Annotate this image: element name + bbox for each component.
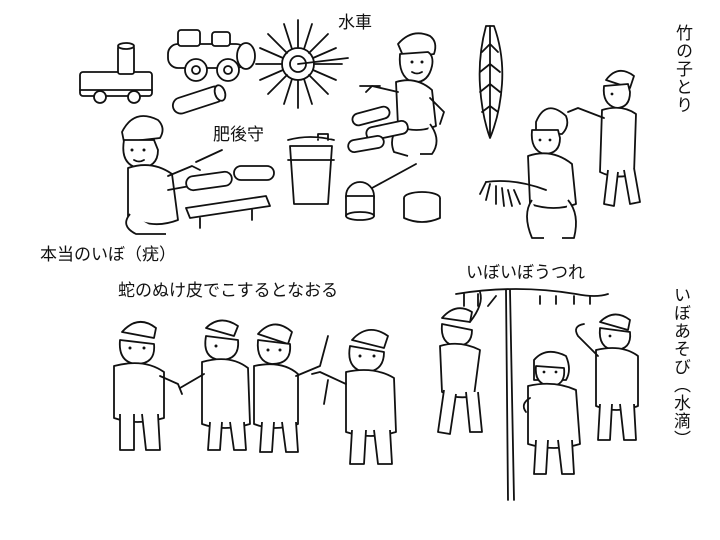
crouching-boy-drawing bbox=[359, 32, 445, 157]
wooden-pieces-drawing bbox=[347, 105, 409, 153]
bamboo-picking-kids-drawing bbox=[479, 70, 641, 239]
scoop-drawing bbox=[345, 163, 417, 221]
snake-skin-label: 蛇のぬけ皮でこするとなおる bbox=[118, 281, 339, 301]
toy-train-drawing bbox=[79, 42, 153, 104]
snake-skin-kids-drawing bbox=[113, 319, 397, 465]
true-wart-label: 本当のいぼ（疣） bbox=[40, 245, 176, 265]
wart-hanging-pole-drawing bbox=[437, 288, 639, 501]
water-wheel-label: 水車 bbox=[338, 13, 372, 33]
higonokami-label: 肥後守 bbox=[213, 125, 264, 145]
bamboo-shoot-drawing bbox=[478, 25, 504, 139]
kneeling-kid-knife-drawing bbox=[121, 115, 223, 235]
carved-wood-drawing bbox=[185, 165, 275, 229]
wart-hanging-label: いぼいぼうつれ bbox=[466, 263, 585, 283]
wart-play-label: いぼあそび（水滴） bbox=[670, 286, 690, 448]
cup-drawing bbox=[403, 191, 441, 223]
bamboo-shoot-picking-label: 竹の子とり bbox=[672, 24, 692, 114]
water-wheel-drawing bbox=[255, 19, 349, 109]
log-cart-drawing bbox=[167, 29, 256, 115]
bucket-drawing bbox=[287, 133, 335, 205]
